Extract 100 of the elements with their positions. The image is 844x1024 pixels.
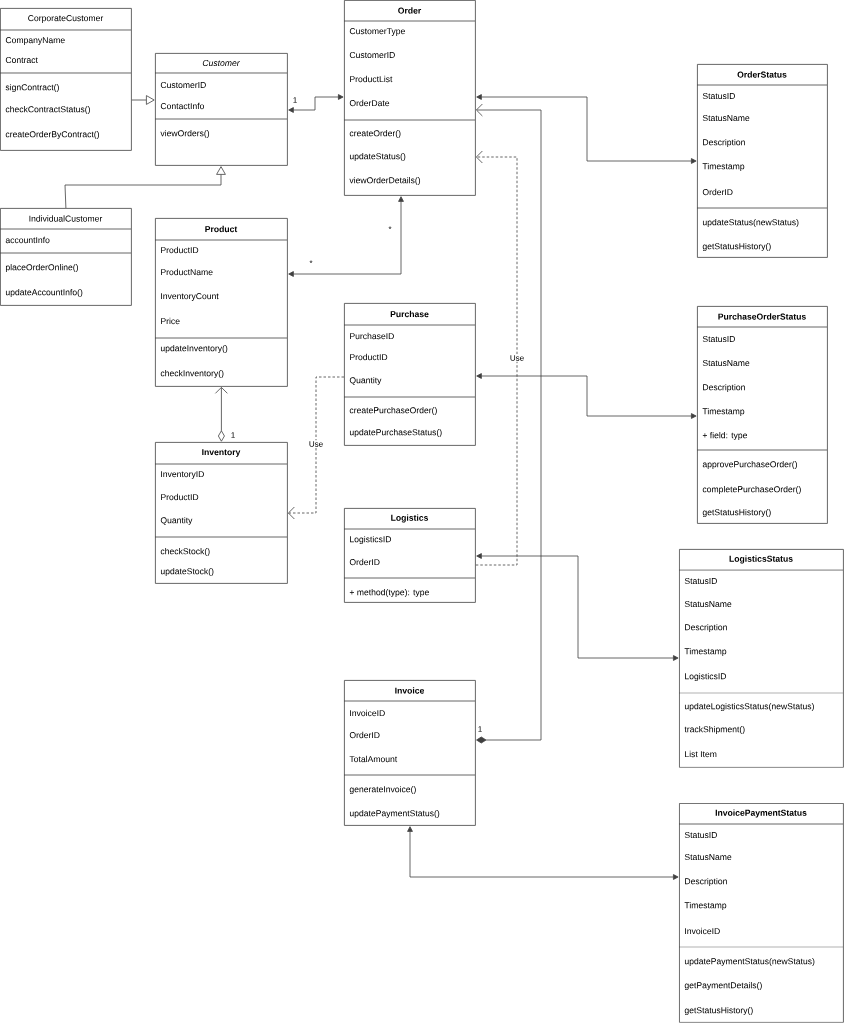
association-arrow bbox=[288, 94, 344, 113]
method-text: checkContractStatus() bbox=[5, 106, 90, 114]
attribute-text: OrderID bbox=[349, 731, 380, 739]
class-name: Customer bbox=[202, 59, 240, 67]
attribute-text: LogisticsID bbox=[350, 536, 392, 544]
method-text: updatePaymentStatus(newStatus) bbox=[684, 958, 815, 966]
attribute-text: InvoiceID bbox=[685, 927, 720, 935]
attribute-text: CustomerID bbox=[160, 81, 206, 89]
attribute-text: ProductName bbox=[161, 268, 213, 276]
attribute-text: TotalAmount bbox=[349, 755, 398, 763]
attribute-text: Contract bbox=[5, 56, 38, 64]
method-text: createOrder() bbox=[349, 130, 401, 138]
class-name: Invoice bbox=[395, 687, 425, 694]
association-arrow bbox=[475, 103, 542, 744]
class-box bbox=[154, 442, 288, 584]
attribute-text: ProductID bbox=[161, 246, 199, 254]
method-text: updateStatus(newStatus) bbox=[702, 219, 799, 227]
method-text: generateInvoice() bbox=[349, 786, 416, 794]
class-name: OrderStatus bbox=[737, 71, 787, 78]
class-name: Purchase bbox=[390, 310, 429, 318]
association-arrow bbox=[476, 94, 697, 164]
association-arrow bbox=[407, 826, 679, 880]
class-box bbox=[343, 303, 476, 446]
attribute-text: ContactInfo bbox=[160, 102, 204, 110]
method-text: updateAccountInfo() bbox=[5, 289, 83, 297]
class-box bbox=[154, 53, 288, 166]
attribute-text: InventoryID bbox=[161, 471, 204, 479]
method-text: getStatusHistory() bbox=[702, 243, 771, 251]
attribute-text: Quantity bbox=[160, 517, 193, 525]
edge-label: 1 bbox=[231, 432, 235, 438]
class-box bbox=[678, 803, 844, 1023]
attribute-text: ProductID bbox=[350, 353, 388, 361]
attribute-text: Timestamp bbox=[684, 902, 727, 910]
attribute-text: ProductID bbox=[161, 493, 199, 501]
class-name: PurchaseOrderStatus bbox=[718, 313, 806, 320]
method-text: getStatusHistory() bbox=[684, 1007, 753, 1015]
class-name: Product bbox=[205, 225, 238, 233]
method-text: updateStatus() bbox=[349, 153, 406, 161]
attribute-text: OrderDate bbox=[349, 99, 390, 107]
class-name: Order bbox=[398, 7, 422, 14]
attribute-text: StatusName bbox=[702, 114, 750, 122]
edge-label: * bbox=[309, 260, 313, 264]
method-text: updatePurchaseStatus() bbox=[349, 429, 442, 437]
method-text: updatePaymentStatus() bbox=[349, 810, 440, 818]
multiplicity-label: * bbox=[388, 226, 392, 230]
class-name: CorporateCustomer bbox=[28, 15, 104, 23]
attribute-text: StatusName bbox=[684, 600, 732, 608]
association-arrow bbox=[476, 373, 697, 419]
attribute-text: Description bbox=[685, 624, 727, 632]
class-box bbox=[343, 508, 476, 603]
method-text: approvePurchaseOrder() bbox=[702, 461, 797, 469]
method-text: createPurchaseOrder() bbox=[349, 407, 437, 415]
attribute-text: InvoiceID bbox=[350, 709, 385, 717]
method-text: updateLogisticsStatus(newStatus) bbox=[684, 703, 814, 711]
attribute-text: Timestamp bbox=[684, 648, 727, 656]
method-text: completePurchaseOrder() bbox=[702, 486, 801, 494]
attribute-text: CustomerType bbox=[349, 28, 405, 36]
attribute-text: accountInfo bbox=[5, 236, 50, 244]
edge-label: Use bbox=[510, 355, 524, 361]
attribute-text: + field: type bbox=[702, 432, 748, 440]
attribute-text: PurchaseID bbox=[350, 332, 394, 340]
attribute-text: StatusName bbox=[702, 359, 750, 367]
attribute-text: StatusID bbox=[684, 831, 717, 839]
attribute-text: StatusName bbox=[684, 853, 732, 861]
class-box bbox=[0, 208, 132, 306]
attribute-text: OrderID bbox=[702, 188, 733, 196]
attribute-text: InventoryCount bbox=[161, 293, 219, 301]
association-arrow bbox=[288, 196, 404, 277]
class-box bbox=[343, 0, 476, 196]
method-text: getStatusHistory() bbox=[702, 509, 771, 517]
edge-label: Use bbox=[309, 441, 323, 447]
method-text: placeOrderOnline() bbox=[5, 264, 78, 272]
class-box bbox=[696, 64, 828, 258]
class-box bbox=[343, 680, 476, 826]
attribute-text: Timestamp bbox=[702, 163, 745, 171]
attribute-text: CustomerID bbox=[349, 51, 395, 59]
attribute-text: Timestamp bbox=[702, 408, 745, 416]
attribute-text: ProductList bbox=[350, 75, 393, 83]
method-text: List Item bbox=[685, 750, 717, 758]
method-text: viewOrders() bbox=[160, 130, 210, 138]
class-name: IndividualCustomer bbox=[29, 215, 103, 222]
association-arrow bbox=[476, 553, 679, 661]
attribute-text: StatusID bbox=[702, 335, 735, 343]
attribute-text: Description bbox=[703, 384, 745, 392]
attribute-text: Quantity bbox=[349, 377, 382, 385]
dependency-arrow bbox=[475, 150, 518, 566]
attribute-text: Description bbox=[703, 139, 745, 147]
method-text: checkInventory() bbox=[160, 370, 224, 378]
class-name: Logistics bbox=[391, 514, 428, 523]
method-text: updateStock() bbox=[160, 568, 214, 576]
class-name: Inventory bbox=[202, 449, 241, 457]
method-text: signContract() bbox=[5, 84, 59, 92]
association-arrow bbox=[64, 166, 226, 209]
attribute-text: OrderID bbox=[349, 558, 380, 566]
attribute-text: CompanyName bbox=[5, 37, 65, 45]
class-name: LogisticsStatus bbox=[729, 555, 793, 564]
attribute-text: StatusID bbox=[684, 577, 717, 585]
method-text: + method(type): type bbox=[349, 589, 429, 597]
method-text: trackShipment() bbox=[684, 726, 745, 734]
dependency-arrow bbox=[287, 376, 345, 520]
